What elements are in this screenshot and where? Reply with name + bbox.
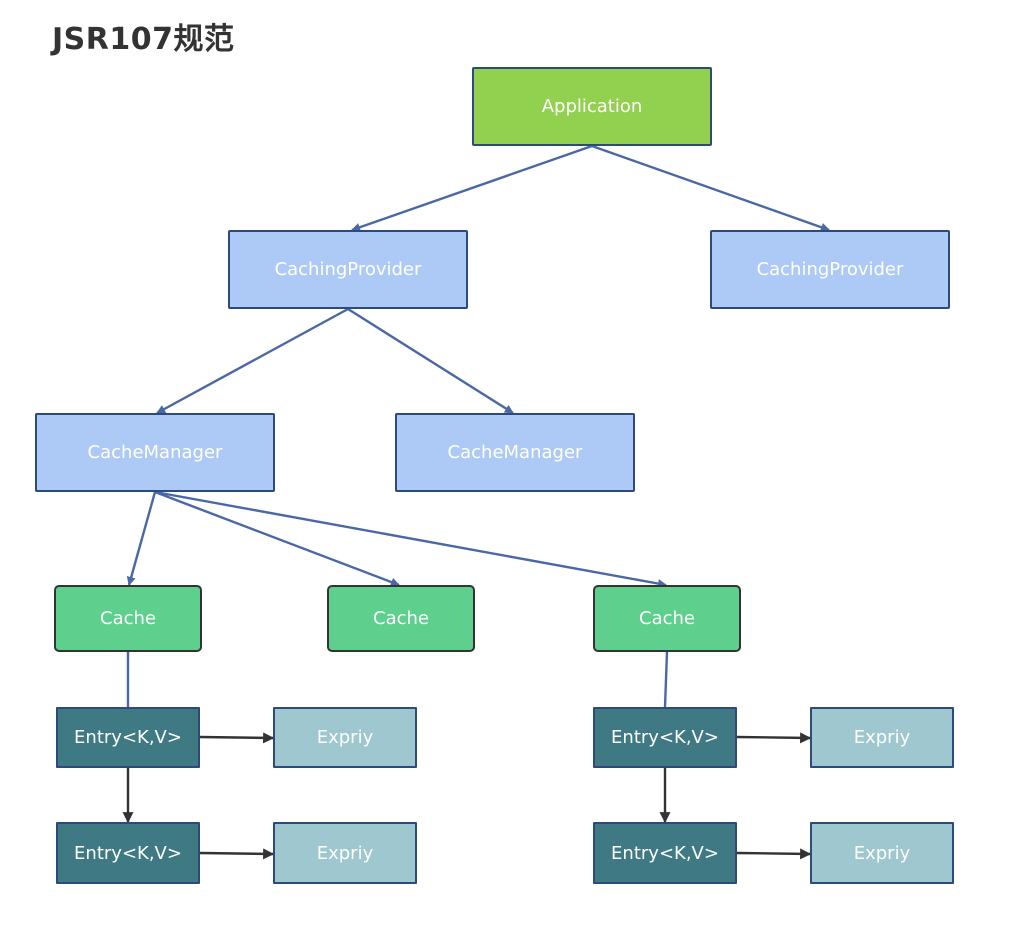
connector-provider-manager-1 xyxy=(156,307,349,415)
connector-manager-cache-3 xyxy=(154,490,667,588)
connector-entry-expiry-3 xyxy=(736,732,812,744)
expiry-node-4: Expriy xyxy=(810,822,954,884)
connector-app-provider-1 xyxy=(351,144,593,232)
entry-label-2: Entry<K,V> xyxy=(74,842,182,864)
expiry-label-4: Expriy xyxy=(853,842,911,864)
caching-provider-label-1: CachingProvider xyxy=(274,259,422,280)
application-label: Application xyxy=(541,96,643,117)
connector-app-provider-2 xyxy=(591,144,830,232)
cache-manager-label-2: CacheManager xyxy=(447,442,583,463)
cache-label-2: Cache xyxy=(373,608,429,629)
expiry-label-2: Expriy xyxy=(316,842,374,864)
cache-label-1: Cache xyxy=(100,608,156,629)
connector-entry-expiry-1 xyxy=(199,732,275,744)
entry-node-1: Entry<K,V> xyxy=(56,707,200,768)
cache-node-3: Cache xyxy=(593,585,741,652)
caching-provider-label-2: CachingProvider xyxy=(756,259,904,280)
connector-cache-entry-3 xyxy=(663,651,669,708)
entry-node-3: Entry<K,V> xyxy=(593,707,737,768)
connector-entry-expiry-2 xyxy=(199,848,275,860)
application-node: Application xyxy=(472,67,712,146)
entry-label-3: Entry<K,V> xyxy=(611,727,719,748)
cache-manager-node-2: CacheManager xyxy=(395,413,635,492)
page-title: JSR107规范 xyxy=(52,22,235,57)
caching-provider-node-2: CachingProvider xyxy=(710,230,950,309)
expiry-label-3: Expriy xyxy=(853,727,911,748)
connector-provider-manager-2 xyxy=(347,307,514,415)
cache-node-2: Cache xyxy=(327,585,475,652)
cache-manager-label-1: CacheManager xyxy=(87,442,223,463)
expiry-node-2: Expriy xyxy=(273,822,417,884)
expiry-node-3: Expriy xyxy=(810,707,954,768)
connector-entry-expiry-4 xyxy=(736,848,812,860)
expiry-label-1: Expriy xyxy=(316,727,374,748)
cache-node-1: Cache xyxy=(54,585,202,652)
cache-label-3: Cache xyxy=(639,608,695,629)
entry-label-1: Entry<K,V> xyxy=(74,727,182,748)
entry-node-2: Entry<K,V> xyxy=(56,822,200,884)
cache-manager-node-1: CacheManager xyxy=(35,413,275,492)
entry-node-4: Entry<K,V> xyxy=(593,822,737,884)
connector-manager-cache-2 xyxy=(154,490,400,587)
expiry-node-1: Expriy xyxy=(273,707,417,768)
entry-label-4: Entry<K,V> xyxy=(611,842,719,864)
caching-provider-node-1: CachingProvider xyxy=(228,230,468,309)
connector-manager-cache-1 xyxy=(126,491,157,586)
